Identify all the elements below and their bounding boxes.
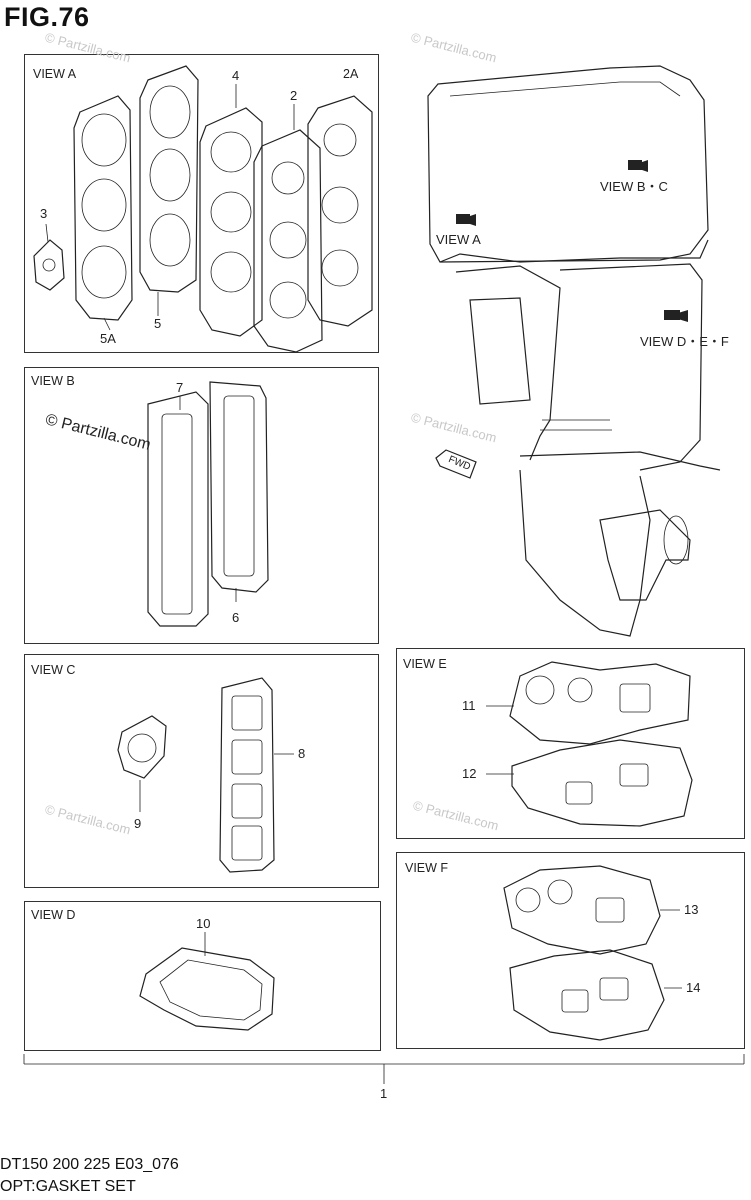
callout-9: 9 <box>134 816 142 831</box>
callout-12: 12 <box>462 766 477 781</box>
footer-description: OPT:GASKET SET <box>0 1178 136 1195</box>
gasket-11 <box>509 661 691 745</box>
gasket-9 <box>117 715 167 779</box>
callout-10: 10 <box>196 916 211 931</box>
callout-14: 14 <box>686 980 701 995</box>
callout-13: 13 <box>684 902 699 917</box>
gasket-2a <box>307 95 373 327</box>
callout-4: 4 <box>232 68 240 83</box>
callout-5: 5 <box>154 316 162 331</box>
callout-7: 7 <box>176 380 184 395</box>
engine-label-view-bc: VIEW B・C <box>600 179 668 194</box>
gasket-5 <box>139 65 199 293</box>
panel-label-view-d: VIEW D <box>31 908 76 922</box>
callout-6: 6 <box>232 610 240 625</box>
panel-label-view-a: VIEW A <box>33 67 77 81</box>
panel-label-view-f: VIEW F <box>405 861 449 875</box>
panel-view-c: VIEW C <box>24 654 379 888</box>
engine-label-view-def: VIEW D・E・F <box>640 334 729 349</box>
panel-tag-2a: 2A <box>343 67 359 81</box>
panel-view-b: VIEW B <box>24 367 379 644</box>
panel-view-e: VIEW E <box>396 648 745 839</box>
callout-11: 11 <box>462 698 476 713</box>
gasket-14 <box>509 949 665 1041</box>
figure-title: FIG.76 <box>4 2 90 32</box>
outboard-engine <box>427 65 721 637</box>
callout-3: 3 <box>40 206 48 221</box>
panel-view-a: VIEW A 2A <box>24 54 379 353</box>
gasket-6 <box>209 381 269 593</box>
gasket-2 <box>253 129 323 353</box>
gasket-13 <box>503 865 661 955</box>
gasket-10 <box>139 947 275 1031</box>
callout-bracket-1 <box>23 1054 745 1084</box>
gasket-8 <box>219 677 275 873</box>
callout-1: 1 <box>380 1086 388 1101</box>
gasket-12 <box>511 739 693 827</box>
engine-label-view-a: VIEW A <box>436 232 481 247</box>
gasket-3 <box>33 239 65 291</box>
gasket-4 <box>199 107 263 337</box>
gasket-7 <box>147 391 209 627</box>
footer-model: DT150 200 225 E03_076 <box>0 1156 179 1173</box>
callout-8: 8 <box>298 746 306 761</box>
panel-label-view-c: VIEW C <box>31 663 76 677</box>
callout-2: 2 <box>290 88 298 103</box>
callout-5a: 5A <box>100 331 116 346</box>
panel-label-view-e: VIEW E <box>403 657 447 671</box>
panel-view-f: VIEW F <box>396 852 745 1049</box>
gasket-5a <box>73 95 133 321</box>
panel-label-view-b: VIEW B <box>31 374 75 388</box>
